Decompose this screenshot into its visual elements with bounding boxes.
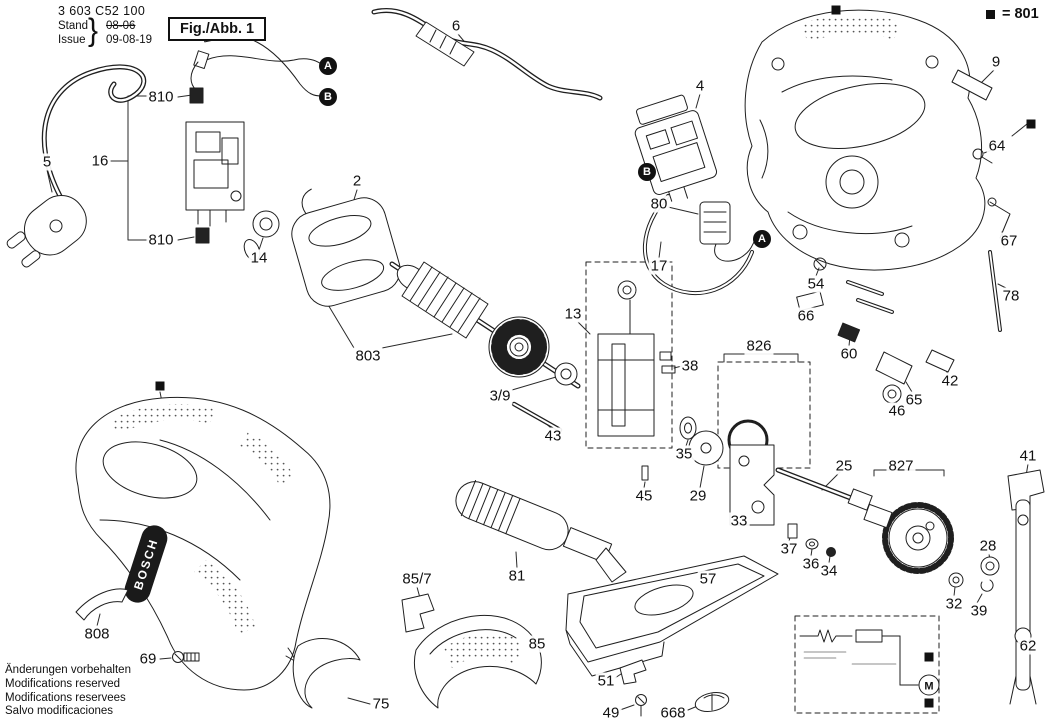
callout-B: B: [638, 163, 656, 181]
capacitor: [699, 201, 755, 262]
part-label-49: 49: [600, 704, 622, 722]
part-label-33: 33: [728, 512, 750, 530]
legend-text: = 801: [1002, 6, 1039, 22]
part-label-826: 826: [744, 337, 774, 355]
part-label-9: 9: [989, 53, 1003, 71]
part-label-46: 46: [886, 402, 908, 420]
part-label-57: 57: [697, 570, 719, 588]
part-label-60: 60: [838, 345, 860, 363]
switch-module-assembly: [185, 87, 245, 244]
issue-label: Issue: [58, 34, 86, 46]
guide-roller-holder: [455, 479, 627, 583]
part-label-668: 668: [658, 704, 688, 722]
part-label-25: 25: [833, 457, 855, 475]
switch: [634, 94, 718, 202]
power-plug-and-cord: [6, 64, 147, 268]
counterbalance-assembly: [511, 280, 873, 557]
cover-wedge: [75, 588, 129, 621]
part-label-17: 17: [648, 257, 670, 275]
supply-cable: [371, 7, 603, 101]
reference-marker: [155, 381, 165, 391]
part-label-38: 38: [679, 357, 701, 375]
jigsaw-body: [75, 396, 331, 691]
part-label-29: 29: [687, 487, 709, 505]
part-label-85-7: 85/7: [400, 570, 434, 588]
footplate: [565, 555, 779, 677]
part-label-6: 6: [449, 17, 463, 35]
footer-line: Salvo modificaciones: [5, 705, 114, 718]
issue-date: 09-08-19: [106, 34, 153, 46]
part-label-803: 803: [353, 347, 383, 365]
footer-line: Modifications reservees: [5, 691, 126, 704]
callout-A: A: [319, 57, 337, 75]
part-label-80: 80: [648, 195, 670, 213]
date-brace-glyph: }: [88, 13, 99, 48]
reference-marker: [924, 652, 934, 662]
part-label-65: 65: [903, 391, 925, 409]
part-label-32: 32: [943, 595, 965, 613]
part-label-69: 69: [137, 650, 159, 668]
cover-85: [414, 614, 542, 709]
screw-69: [172, 651, 200, 663]
gear-assembly: [863, 502, 954, 574]
part-label-43: 43: [542, 427, 564, 445]
part-label-39: 39: [968, 602, 990, 620]
part-label-64: 64: [986, 137, 1008, 155]
footer-line: Modifications reserved: [5, 677, 121, 690]
reference-marker: [1026, 119, 1036, 129]
document-number: 3 603 C52 100: [58, 4, 146, 18]
bracket-85-7: [401, 593, 435, 633]
reference-marker: [924, 698, 934, 708]
cover-75: [292, 638, 361, 709]
part-label-4: 4: [693, 77, 707, 95]
part-label-54: 54: [805, 275, 827, 293]
part-label-41: 41: [1017, 447, 1039, 465]
reference-marker: [831, 5, 841, 15]
part-label-45: 45: [633, 487, 655, 505]
part-label-51: 51: [595, 672, 617, 690]
part-label-85: 85: [526, 635, 548, 653]
part-label-81: 81: [506, 567, 528, 585]
switch-cable: [642, 194, 754, 296]
part-label-66: 66: [795, 307, 817, 325]
wiring-schematic: M: [799, 629, 940, 696]
motor-symbol-label: M: [924, 681, 933, 693]
foot-accessories: [619, 659, 730, 717]
callout-B: B: [319, 88, 337, 106]
footer-line: Änderungen vorbehalten: [5, 664, 131, 676]
housing-right: [744, 9, 986, 314]
part-label-75: 75: [370, 695, 392, 713]
figure-label: Fig./Abb. 1: [168, 17, 267, 41]
callout-A: A: [753, 230, 771, 248]
part-label-13: 13: [562, 305, 584, 323]
part-label-42: 42: [939, 372, 961, 390]
part-label-78: 78: [1000, 287, 1022, 305]
stator: [291, 188, 401, 307]
footer-notices: Änderungen vorbehalten Modifications res…: [5, 664, 131, 719]
part-label-808: 808: [82, 625, 112, 643]
part-label-810: 810: [146, 88, 176, 106]
part-label-810: 810: [146, 231, 176, 249]
part-label-35: 35: [673, 445, 695, 463]
part-label-34: 34: [818, 562, 840, 580]
part-label-3-9: 3/9: [487, 387, 513, 405]
part-label-67: 67: [998, 232, 1020, 250]
part-label-2: 2: [350, 172, 364, 190]
legend: = 801: [986, 6, 1039, 22]
plunger-assembly: [948, 469, 1045, 705]
legend-square-icon: [986, 9, 995, 19]
stand-superseded-date: 08-06: [106, 20, 136, 32]
part-label-16: 16: [89, 152, 111, 170]
part-label-37: 37: [778, 540, 800, 558]
part-label-28: 28: [977, 537, 999, 555]
right-side-parts: [796, 69, 1011, 404]
armature: [389, 261, 581, 389]
part-label-827: 827: [886, 457, 916, 475]
part-label-62: 62: [1017, 637, 1039, 655]
part-label-5: 5: [40, 153, 54, 171]
stand-label: Stand: [58, 20, 89, 32]
part-label-36: 36: [800, 555, 822, 573]
part-label-14: 14: [248, 249, 270, 267]
